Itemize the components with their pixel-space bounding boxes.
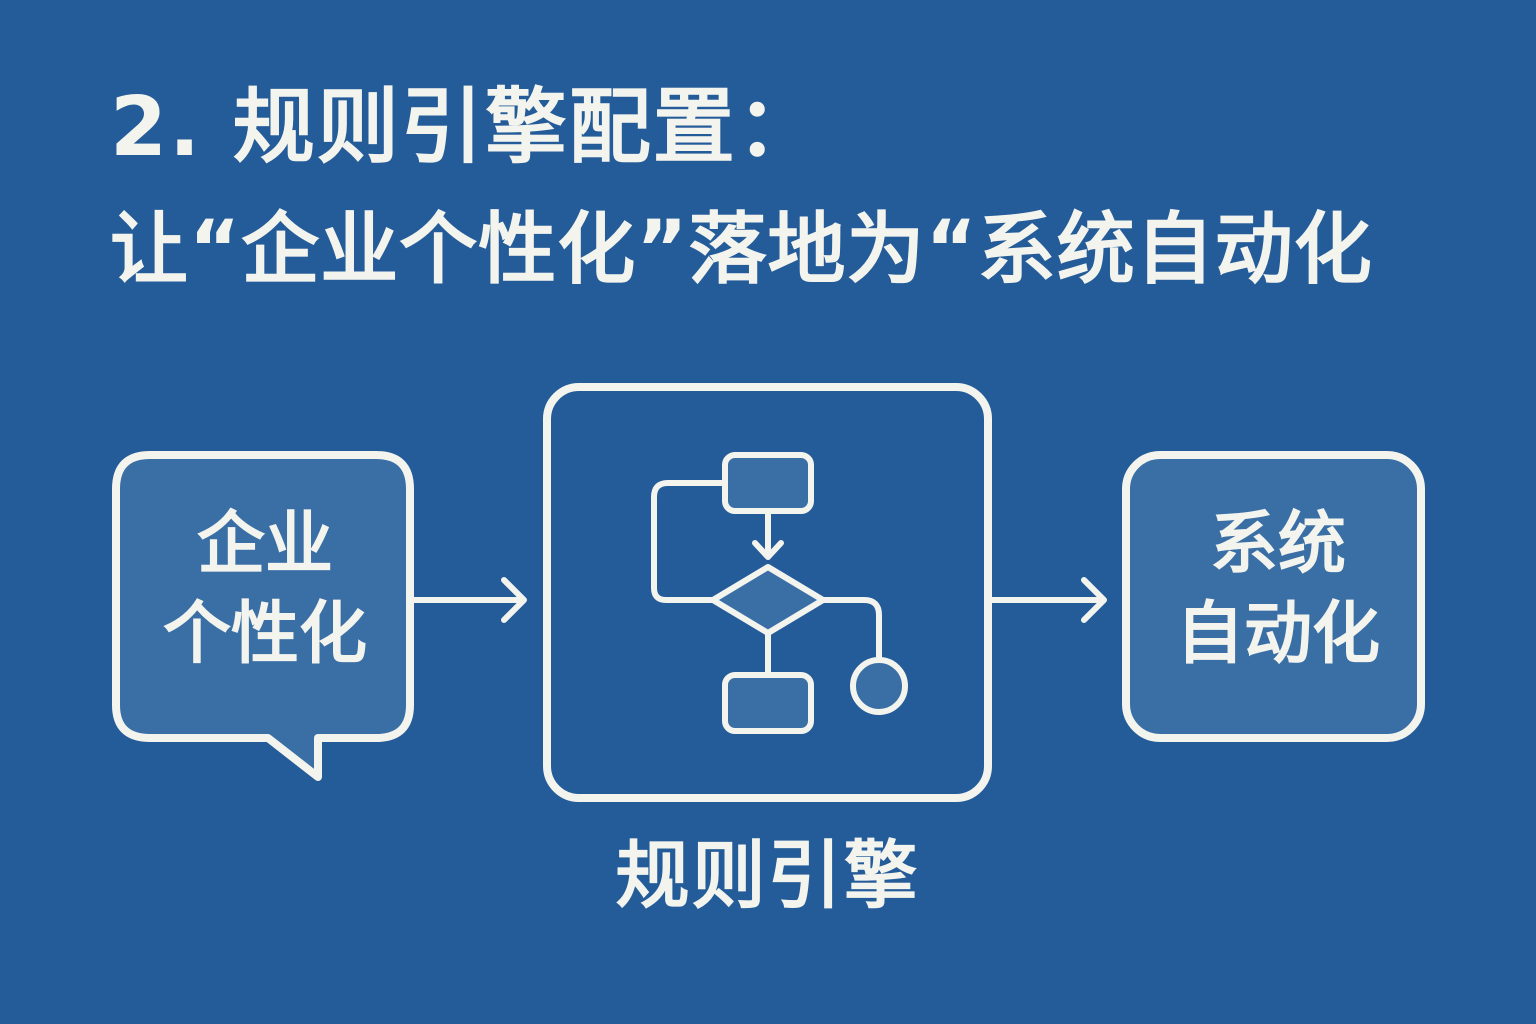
enterprise-speech-bubble: [112, 451, 414, 781]
slide-title-line-1: 2. 规则引擎配置：: [110, 80, 821, 175]
flowchart-bottom-process: [722, 672, 814, 734]
enterprise-label-line-2: 个性化: [162, 595, 367, 674]
arrow-to-automation-head: [1081, 577, 1107, 623]
enterprise-label-line-1: 企业: [196, 505, 333, 584]
flowchart-top-process: [722, 452, 814, 514]
slide-title-line-2: 让“企业个性化”落地为“系统自动化: [110, 205, 1373, 295]
flowchart-end-circle: [850, 657, 908, 715]
flowchart-icon: [651, 452, 908, 734]
rule-engine-box: [543, 383, 992, 802]
enterprise-personalization-label: 企业 个性化: [120, 500, 410, 680]
arrow-to-engine-head: [501, 577, 527, 623]
flowchart-down-arrow-head: [752, 540, 784, 560]
flowchart-decision-diamond: [710, 564, 826, 636]
rule-engine-label: 规则引擎: [615, 833, 920, 919]
system-label-line-2: 自动化: [1175, 595, 1380, 674]
system-label-line-1: 系统: [1209, 505, 1346, 584]
flowchart-right-branch-line: [820, 597, 882, 663]
flowchart-loop-line: [651, 480, 728, 603]
system-automation-box: [1122, 451, 1425, 742]
system-automation-label: 系统 自动化: [1128, 500, 1428, 680]
